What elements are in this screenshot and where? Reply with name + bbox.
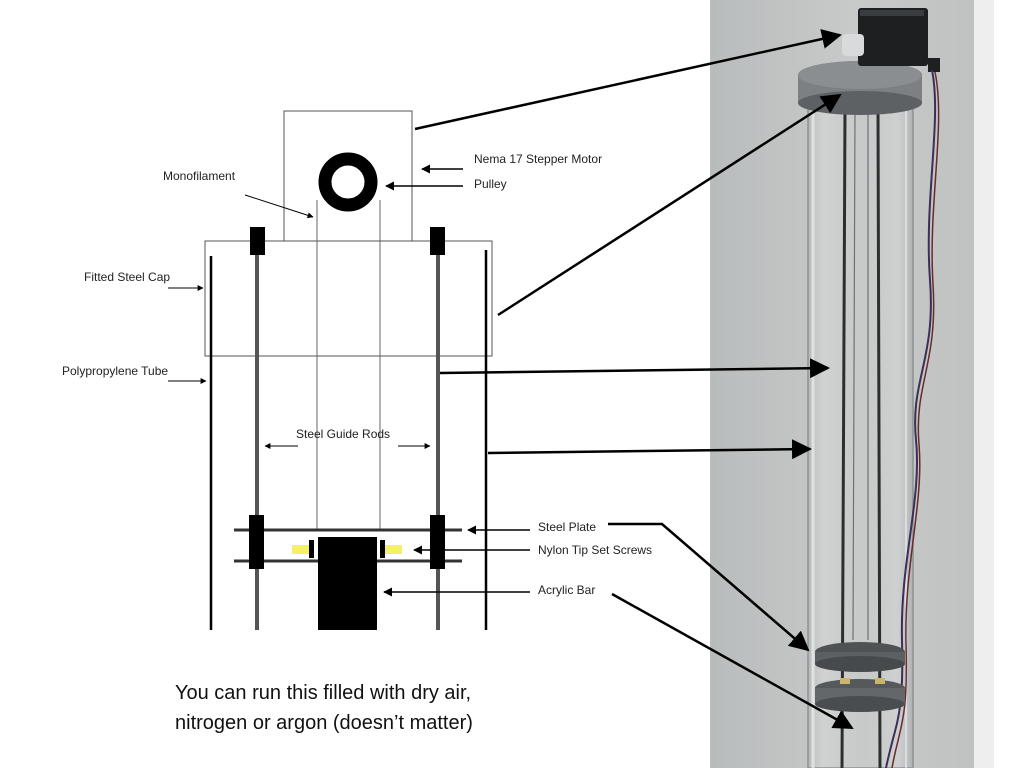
arrow-motor-to-photo [414, 29, 842, 131]
device-photo [710, 0, 994, 768]
photo-motor [858, 8, 928, 66]
motor-box [283, 110, 413, 242]
label-acrylic-bar: Acrylic Bar [538, 583, 596, 597]
label-pulley: Pulley [474, 177, 507, 191]
steel-cap-shape [204, 240, 493, 357]
monofilament-arrow [244, 194, 314, 219]
set-screw-right [380, 545, 402, 554]
label-steel-plate: Steel Plate [538, 520, 597, 534]
arrow-cap-to-photo [497, 93, 842, 317]
label-stepper-motor: Nema 17 Stepper Motor [474, 152, 603, 166]
pulley-shape [318, 152, 378, 212]
acrylic-bar-shape [318, 537, 377, 630]
bushing-right [430, 515, 445, 569]
caption: You can run this filled with dry air, ni… [175, 678, 473, 738]
arrow-rod-to-photo [439, 358, 830, 379]
arrow-bar-to-photo [611, 592, 854, 730]
caption-line-1: You can run this filled with dry air, [175, 682, 472, 704]
arrow-plate-to-photo [608, 522, 810, 652]
arrow-tube-to-photo [487, 439, 812, 460]
label-guide-rods: Steel Guide Rods [296, 427, 391, 441]
label-tube: Polypropylene Tube [62, 364, 169, 378]
label-monofilament: Monofilament [163, 169, 236, 183]
caption-line-2: nitrogen or argon (doesn’t matter) [175, 712, 473, 734]
label-steel-cap: Fitted Steel Cap [84, 270, 171, 284]
label-set-screws: Nylon Tip Set Screws [538, 543, 653, 557]
rod-cap-left [250, 227, 265, 255]
set-screw-left [292, 545, 314, 554]
rod-cap-right [430, 227, 445, 255]
bushing-left [249, 515, 264, 569]
